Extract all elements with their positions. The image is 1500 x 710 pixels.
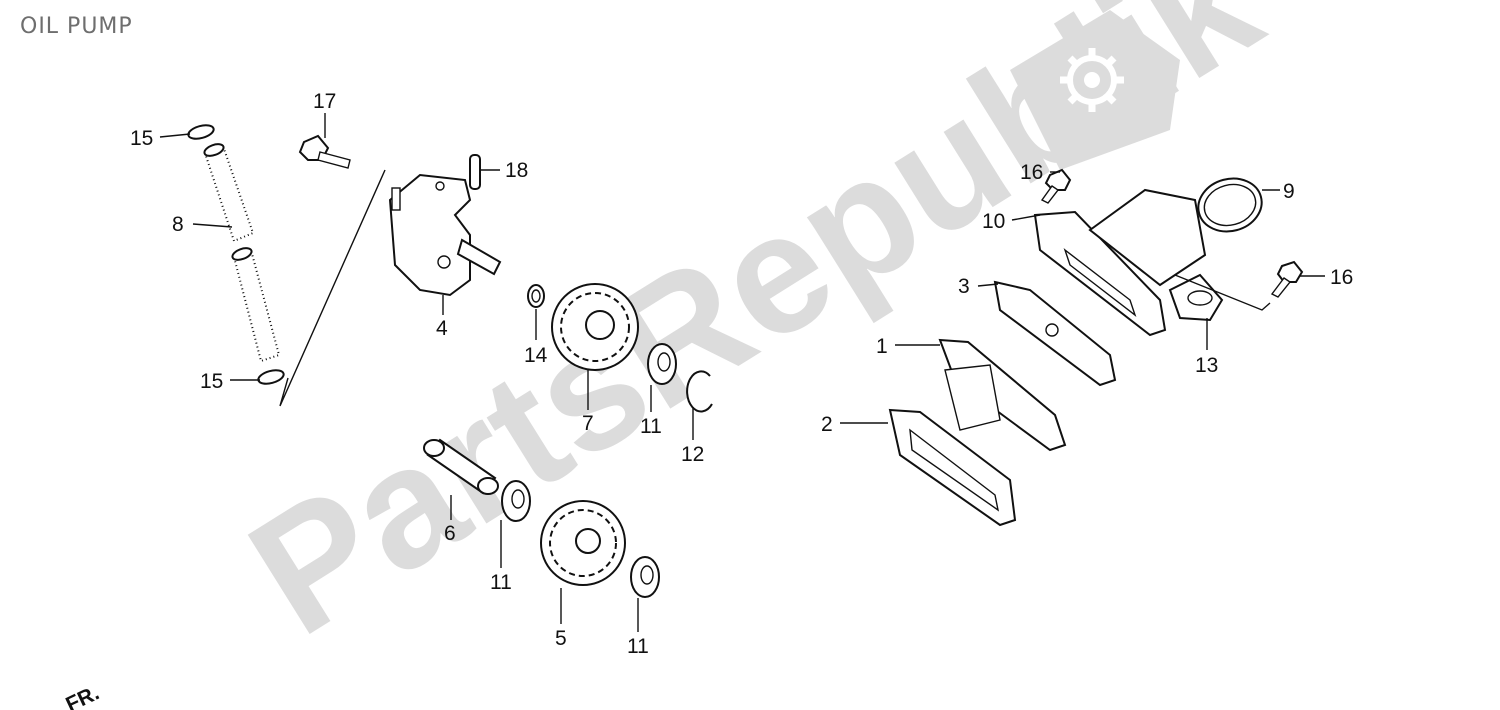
- part-15-hose-clip-top: [187, 124, 215, 140]
- part-8-oil-hose: [203, 143, 281, 363]
- part-3-insulator-gasket: [993, 280, 1117, 387]
- watermark-gear-icon: [1060, 48, 1124, 112]
- callout-12: 12: [681, 443, 704, 466]
- part-10-intake-manifold: [1033, 188, 1207, 337]
- part-16-bolt-lower: [1270, 260, 1304, 298]
- callout-9: 9: [1283, 180, 1295, 203]
- part-12-circlip: [686, 370, 713, 413]
- callout-15-bottom: 15: [200, 370, 223, 393]
- callout-14: 14: [524, 344, 548, 367]
- part-14-washer: [527, 284, 545, 308]
- part-11-washer-lower: [630, 556, 660, 598]
- callout-11-upper: 11: [640, 415, 662, 438]
- callout-4: 4: [436, 317, 448, 340]
- leader-lines: [159, 113, 1325, 632]
- part-11-washer-upper: [647, 343, 677, 385]
- callout-8: 8: [172, 213, 184, 236]
- part-11-washer-middle: [501, 480, 531, 522]
- watermark: PartsRepublik: [219, 0, 1289, 671]
- part-1-reed-valve: [938, 338, 1067, 452]
- part-16-bolt-upper: [1040, 168, 1072, 204]
- callout-6: 6: [444, 522, 456, 545]
- callout-3: 3: [958, 275, 970, 298]
- callout-2: 2: [821, 413, 833, 436]
- front-mark: FR.: [62, 681, 102, 710]
- part-7-driven-gear: [551, 283, 639, 371]
- part-6-pump-shaft: [423, 438, 499, 495]
- part-15-hose-clip-bottom: [257, 369, 285, 385]
- part-18-dowel-pin: [469, 154, 481, 190]
- callout-16-lower: 16: [1330, 266, 1353, 289]
- callout-11-lower: 11: [627, 635, 649, 658]
- callout-18: 18: [505, 159, 528, 182]
- callout-13: 13: [1195, 354, 1218, 377]
- page-title: OIL PUMP: [20, 14, 133, 39]
- callout-1: 1: [876, 335, 888, 358]
- part-4-oil-pump-body: [388, 173, 502, 297]
- callout-10: 10: [982, 210, 1005, 233]
- part-13-clamp-holder: [1168, 273, 1224, 322]
- part-9-hose-band: [1197, 177, 1263, 233]
- callout-16-upper: 16: [1020, 161, 1043, 184]
- part-17-bolt: [298, 134, 351, 169]
- part-2-reed-gasket: [888, 408, 1017, 527]
- callout-5: 5: [555, 627, 567, 650]
- callout-11-middle: 11: [490, 571, 512, 594]
- callout-17: 17: [313, 90, 336, 113]
- callout-7: 7: [582, 412, 594, 435]
- watermark-flag: [1010, 10, 1180, 170]
- part-5-drive-gear: [540, 500, 626, 586]
- callout-15-top: 15: [130, 127, 153, 150]
